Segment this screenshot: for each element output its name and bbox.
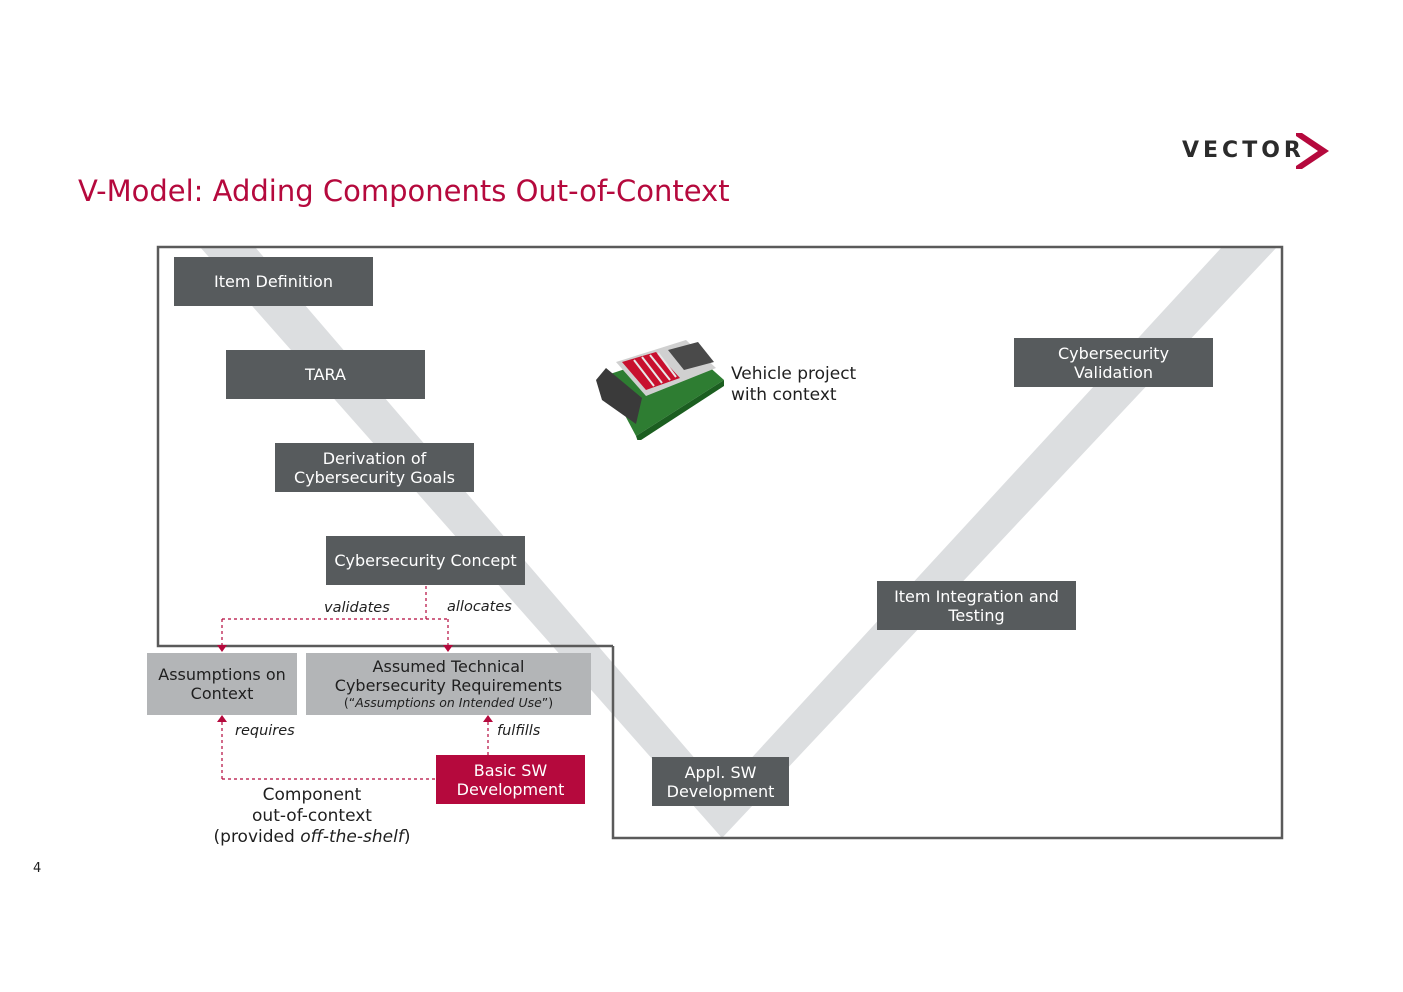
basic-sw-development-box: Basic SW Development [436, 755, 585, 804]
assumptions-context-box: Assumptions on Context [147, 653, 297, 715]
caption-line1: Component [262, 785, 362, 805]
dashed-connectors [221, 586, 489, 780]
tara-label: TARA [305, 365, 346, 384]
arrow-head-assumed [443, 645, 453, 652]
assumptions-line2: Context [190, 684, 254, 703]
appl-line2: Development [666, 781, 775, 801]
v-band-shape [200, 247, 1277, 838]
page-number: 4 [33, 861, 42, 876]
vector-logo: VECTOR [1182, 138, 1305, 163]
assumptions-line1: Assumptions on [158, 665, 286, 684]
derivation-line1: Derivation of [322, 448, 427, 468]
validates-label: validates [324, 600, 390, 616]
arrow-head-assumptions [217, 645, 227, 652]
cybersecurity-concept-box: Cybersecurity Concept [326, 536, 525, 585]
item-definition-box: Item Definition [174, 257, 373, 306]
derivation-goals-box: Derivation of Cybersecurity Goals [275, 443, 474, 492]
tara-box: TARA [226, 350, 425, 399]
component-caption: Component out-of-context (provided off-t… [192, 785, 432, 848]
assumed-line2: Cybersecurity Requirements [334, 676, 563, 695]
vector-chevron-icon [1296, 133, 1329, 169]
appl-line1: Appl. SW [684, 762, 757, 782]
fulfills-label: fulfills [497, 723, 541, 739]
slide-title: V-Model: Adding Components Out-of-Contex… [78, 174, 730, 208]
allocates-label: allocates [447, 599, 512, 615]
arrow-head-fulfills [483, 715, 493, 722]
concept-label: Cybersecurity Concept [334, 551, 517, 570]
item-integration-box: Item Integration and Testing [877, 581, 1076, 630]
basic-line2: Development [456, 779, 565, 799]
arrow-heads [217, 645, 493, 722]
integration-line2: Testing [948, 605, 1005, 625]
basic-line1: Basic SW [473, 760, 548, 780]
vehicle-line2: with context [731, 385, 837, 405]
validation-line2: Validation [1073, 362, 1153, 382]
requires-label: requires [235, 723, 295, 739]
integration-line1: Item Integration and [894, 586, 1059, 606]
assumed-requirements-box: Assumed Technical Cybersecurity Requirem… [306, 653, 591, 715]
ecu-board-icon [596, 340, 724, 440]
assumed-line1: Assumed Technical [372, 657, 525, 676]
arrow-head-requires [217, 715, 227, 722]
system-frame [156, 245, 1284, 840]
assumed-note: (“Assumptions on Intended Use”) [343, 695, 554, 710]
caption-line3: (provided off-the-shelf) [213, 827, 411, 847]
validation-line1: Cybersecurity [1057, 343, 1170, 363]
appl-sw-development-box: Appl. SW Development [652, 757, 789, 806]
cybersecurity-validation-box: Cybersecurity Validation [1014, 338, 1213, 387]
derivation-line2: Cybersecurity Goals [294, 467, 455, 487]
caption-line2: out-of-context [252, 806, 372, 826]
vehicle-project-label: Vehicle project with context [731, 364, 856, 406]
vehicle-line1: Vehicle project [731, 364, 857, 384]
item-definition-label: Item Definition [214, 272, 333, 291]
